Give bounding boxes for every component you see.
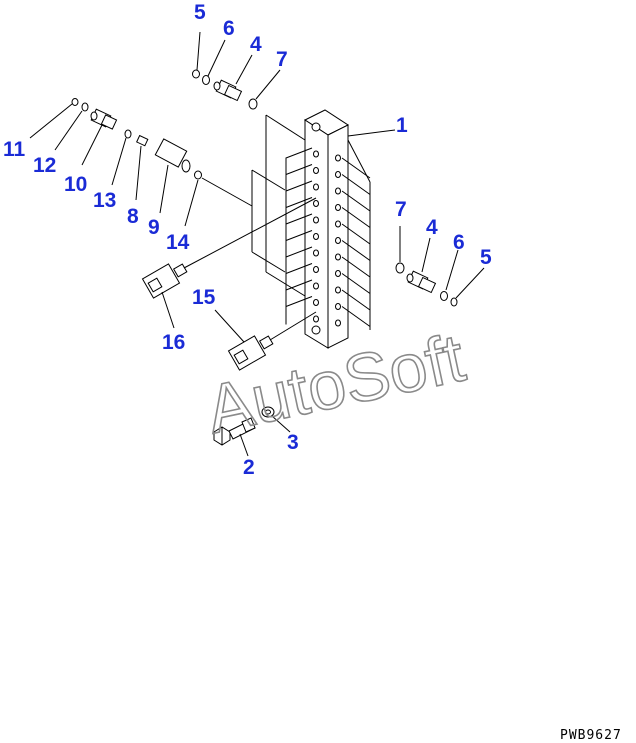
pipe-left bbox=[285, 296, 313, 325]
pipe-left bbox=[285, 263, 313, 292]
pipe-right bbox=[341, 174, 371, 195]
callout-13: 13 bbox=[93, 189, 116, 212]
callout-12: 12 bbox=[33, 154, 56, 177]
sensor-16 bbox=[141, 263, 188, 299]
elbow-fitting-4-top bbox=[213, 79, 243, 102]
port-left bbox=[313, 266, 319, 273]
pipe-left bbox=[285, 197, 313, 226]
o-ring-14 bbox=[194, 170, 202, 180]
port-right bbox=[335, 171, 341, 178]
bolt-2 bbox=[213, 417, 256, 446]
callout-8: 8 bbox=[127, 205, 139, 228]
o-ring-6-top bbox=[202, 75, 210, 85]
sensor-15 bbox=[227, 335, 274, 371]
callout-7-right: 7 bbox=[395, 198, 407, 221]
port-right bbox=[335, 220, 341, 228]
port-left bbox=[313, 200, 319, 207]
elbow-fitting-4-right bbox=[406, 270, 437, 294]
callout-7-top: 7 bbox=[276, 48, 288, 71]
pipe-left bbox=[285, 180, 313, 209]
callout-11: 11 bbox=[3, 138, 26, 161]
o-ring-7-right bbox=[395, 262, 405, 274]
pipe-right bbox=[341, 207, 371, 228]
o-ring-6-right bbox=[440, 291, 448, 301]
callout-14: 14 bbox=[166, 231, 190, 254]
port-right bbox=[335, 270, 341, 277]
plug-8 bbox=[136, 134, 149, 147]
port-right bbox=[335, 237, 341, 244]
port-right bbox=[335, 154, 341, 162]
callout-16: 16 bbox=[162, 331, 185, 354]
pipe-right bbox=[341, 240, 371, 261]
o-ring-12 bbox=[81, 102, 89, 112]
port-left bbox=[313, 249, 319, 257]
port-left bbox=[313, 233, 319, 240]
port-right bbox=[335, 286, 341, 294]
port-left bbox=[313, 299, 319, 306]
pipe-right bbox=[341, 289, 371, 311]
pipe-left bbox=[285, 246, 313, 275]
pipe-right bbox=[341, 223, 371, 245]
port-left bbox=[313, 315, 319, 323]
port-right bbox=[335, 204, 341, 211]
pipe-left bbox=[285, 164, 313, 193]
sensor-9 bbox=[154, 138, 191, 173]
o-ring-11 bbox=[71, 98, 79, 106]
callouts: 1 2 3 4 4 5 5 6 6 7 7 8 9 10 11 12 13 14… bbox=[3, 1, 492, 479]
fitting-10 bbox=[90, 108, 118, 130]
port-right bbox=[335, 187, 341, 195]
callout-1: 1 bbox=[396, 114, 408, 137]
port-left bbox=[313, 183, 319, 191]
callout-5-top: 5 bbox=[194, 1, 206, 24]
port-left bbox=[313, 150, 319, 158]
callout-4-top: 4 bbox=[250, 33, 262, 56]
port-left bbox=[313, 216, 319, 224]
valve-block bbox=[303, 109, 350, 349]
callout-15: 15 bbox=[192, 286, 216, 309]
o-ring-5-top bbox=[192, 69, 200, 79]
callout-4-right: 4 bbox=[426, 216, 438, 239]
pipe-left bbox=[285, 230, 313, 259]
o-ring-5-right bbox=[450, 297, 458, 307]
washer-3 bbox=[261, 406, 275, 418]
leader-lines bbox=[29, 31, 485, 457]
callout-10: 10 bbox=[64, 173, 87, 196]
pipe-right bbox=[341, 273, 371, 294]
pipe-left bbox=[285, 147, 313, 176]
pipe-left bbox=[285, 213, 313, 242]
port-right bbox=[335, 253, 341, 261]
callout-3: 3 bbox=[287, 431, 299, 454]
o-ring-13 bbox=[124, 129, 132, 139]
pipe-left bbox=[285, 279, 313, 308]
pipe-right bbox=[341, 157, 371, 179]
callout-2: 2 bbox=[243, 456, 255, 479]
port-left bbox=[313, 167, 319, 174]
callout-6-right: 6 bbox=[453, 231, 465, 254]
callout-6-top: 6 bbox=[223, 17, 235, 40]
port-right bbox=[335, 303, 341, 310]
port-right bbox=[335, 319, 341, 327]
callout-5-right: 5 bbox=[480, 246, 492, 269]
drawing-code: PWB9627 bbox=[560, 728, 622, 743]
pipe-right bbox=[341, 256, 371, 278]
o-ring-7-top bbox=[248, 98, 258, 110]
port-left bbox=[313, 282, 319, 290]
callout-9: 9 bbox=[148, 216, 160, 239]
pipe-frame bbox=[251, 114, 371, 330]
pipe-right bbox=[341, 190, 371, 212]
pipe-right bbox=[341, 306, 371, 327]
